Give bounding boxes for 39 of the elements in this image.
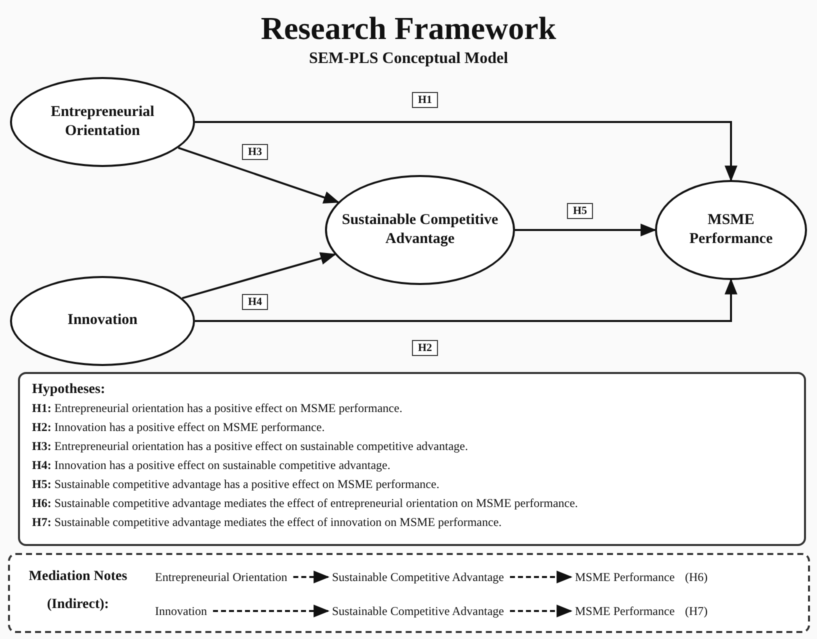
edge-label: H3	[242, 144, 268, 160]
dashed-arrow	[510, 570, 573, 584]
edge-label: H5	[566, 203, 594, 219]
path-text: MSME Performance	[575, 603, 675, 619]
hypothesis-tag: (H7)	[685, 603, 708, 619]
arrow	[182, 252, 336, 300]
hypothesis-text: H2: Innovation has a positive effect on MSME performance.	[32, 419, 326, 436]
construct-ellipse: MSME Performance	[655, 180, 807, 280]
arrow	[178, 146, 340, 204]
diagram-title: Research Framework	[260, 10, 558, 47]
edge-label: H1	[412, 92, 438, 108]
path-text: MSME Performance	[575, 569, 675, 585]
dashed-arrow	[213, 604, 330, 618]
path-text: Sustainable Competitive Advantage	[332, 569, 504, 585]
panel-heading: Hypotheses:	[32, 381, 106, 399]
hypothesis-text: H4: Innovation has a positive effect on sustainable competitive advantage.	[32, 457, 392, 474]
construct-ellipse: Sustainable Competitive Advantage	[325, 175, 515, 285]
edge-label: H2	[412, 340, 438, 356]
panel-heading: Mediation Notes (Indirect):	[28, 568, 128, 614]
edge-label: H4	[242, 294, 268, 310]
dashed-arrow	[293, 570, 330, 584]
construct-ellipse: Entrepreneurial Orientation	[10, 77, 195, 167]
hypothesis-text: H7: Sustainable competitive advantage mediates the effect of innovation on MSME performance.	[32, 514, 503, 531]
arrow	[195, 121, 738, 182]
construct-ellipse: Innovation	[10, 276, 195, 366]
hypothesis-text: H5: Sustainable competitive advantage has a positive effect on MSME performance.	[32, 476, 440, 493]
arrow	[195, 278, 738, 322]
hypotheses-panel	[18, 372, 806, 546]
hypothesis-text: H6: Sustainable competitive advantage mediates the effect of entrepreneurial orientation on MSME performance.	[32, 495, 579, 512]
hypothesis-text: H1: Entrepreneurial orientation has a positive effect on MSME performance.	[32, 400, 404, 417]
mediation-notes-panel	[8, 553, 810, 633]
arrow	[515, 224, 657, 236]
hypothesis-text: H3: Entrepreneurial orientation has a positive effect on sustainable competitive advantage.	[32, 438, 469, 455]
dashed-arrow	[510, 604, 573, 618]
path-text: Innovation	[155, 603, 207, 619]
hypothesis-tag: (H6)	[685, 569, 708, 585]
diagram-subtitle: SEM-PLS Conceptual Model	[308, 50, 510, 68]
path-text: Sustainable Competitive Advantage	[332, 603, 504, 619]
path-text: Entrepreneurial Orientation	[155, 569, 288, 585]
